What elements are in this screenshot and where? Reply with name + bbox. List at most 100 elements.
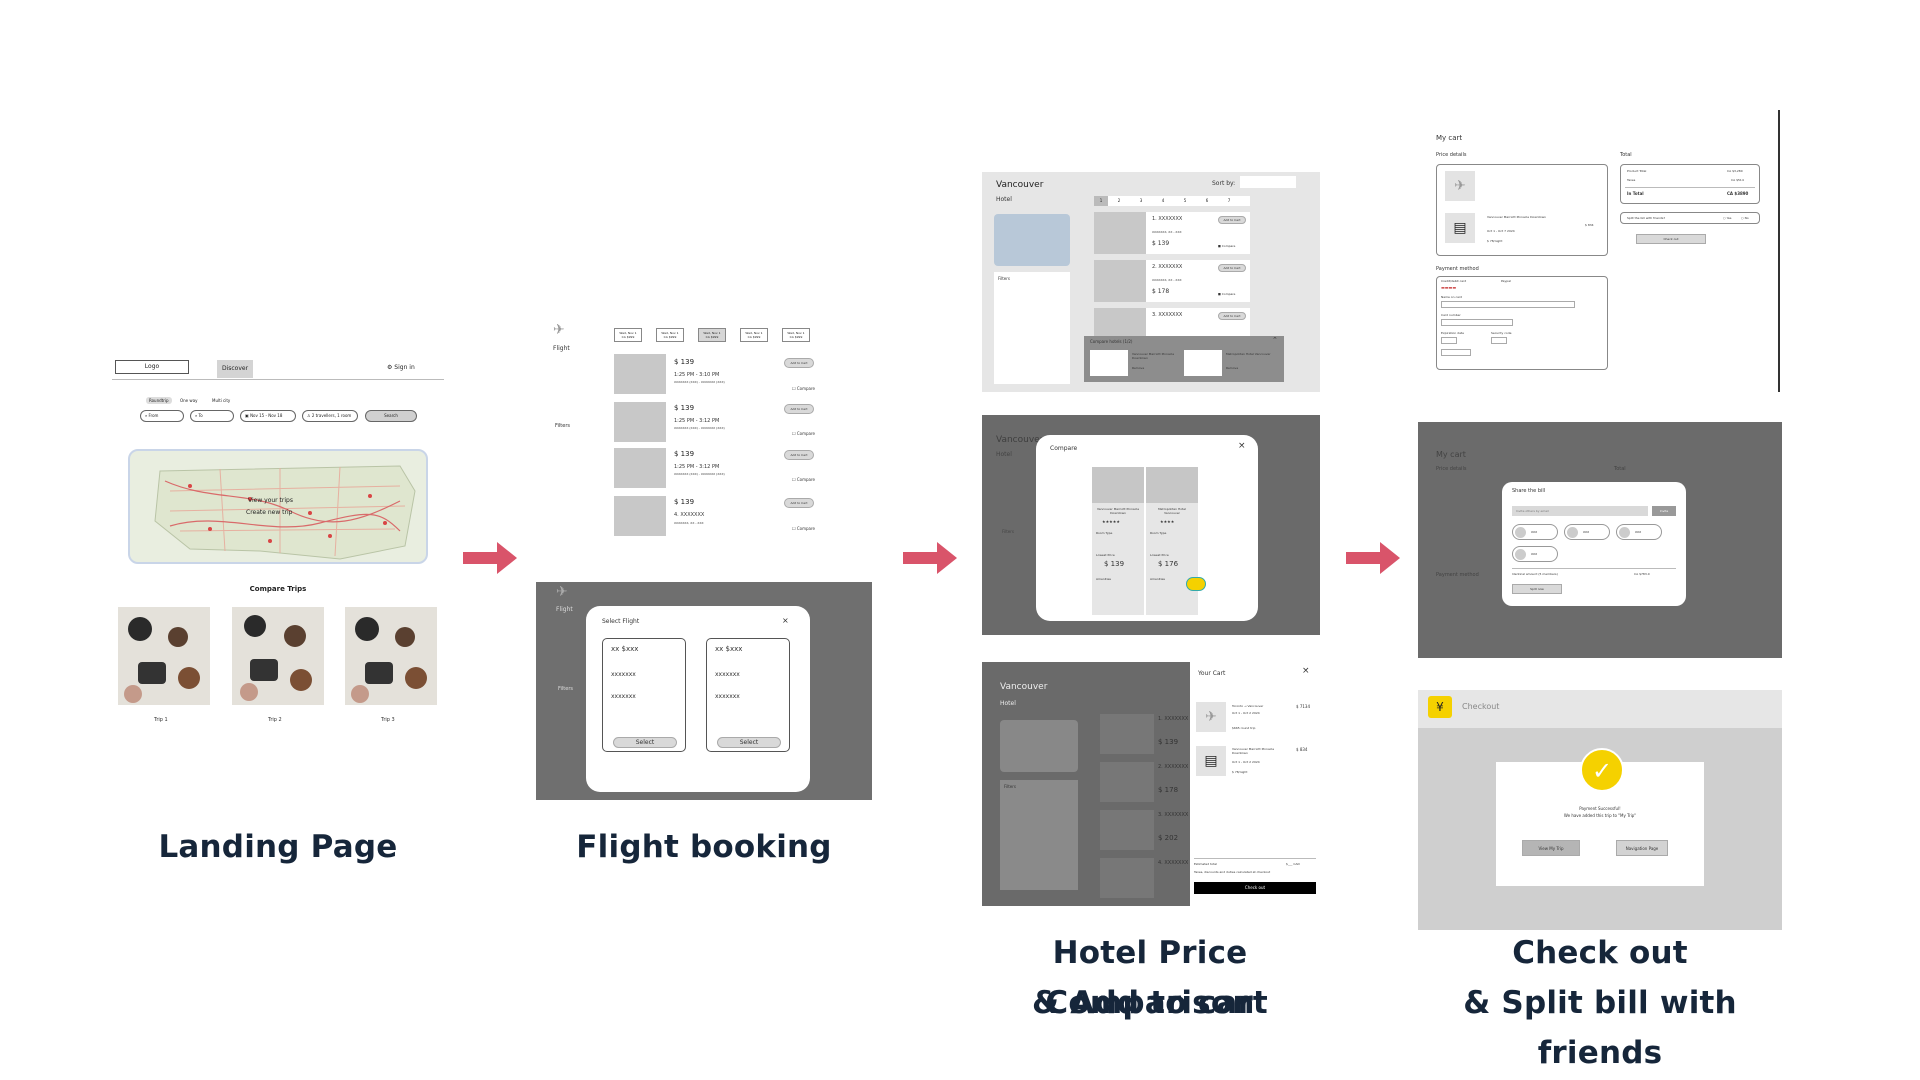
- member-chip[interactable]: XXX: [1512, 524, 1558, 540]
- check-out-button[interactable]: Check out: [1636, 234, 1706, 244]
- rating-stars: ★★★★: [1160, 519, 1175, 524]
- close-icon[interactable]: ×: [1302, 666, 1310, 676]
- pagination[interactable]: 1 2 3 4 5 6 7: [1094, 196, 1250, 206]
- close-icon[interactable]: ×: [782, 616, 789, 625]
- flight-result-2-route: XXXXXXX (XXX) - XXXXXXX (XXX): [674, 426, 725, 430]
- sign-in-link[interactable]: ⚙ Sign in: [387, 364, 415, 371]
- page-1[interactable]: 1: [1094, 196, 1108, 206]
- travellers-field[interactable]: ♙ 2 travellers, 1 room: [302, 410, 358, 422]
- invite-email-input[interactable]: Invite others by email: [1512, 506, 1648, 516]
- avatar: [1515, 549, 1526, 560]
- add-to-cart-button[interactable]: Add to Cart: [784, 358, 814, 368]
- expiration-input[interactable]: [1441, 337, 1457, 344]
- add-to-cart-button[interactable]: Add to Cart: [784, 404, 814, 414]
- name-on-card-input[interactable]: [1441, 301, 1575, 308]
- compare-checkbox[interactable]: ☐ Compare: [792, 431, 816, 436]
- flight-result-3-image: [614, 448, 666, 488]
- extra-input[interactable]: [1441, 349, 1471, 356]
- add-to-cart-button[interactable]: Add to Cart: [784, 498, 814, 508]
- compare-bar[interactable]: Compare hotels (1/2) ⌃ Vancouver Marriot…: [1084, 336, 1284, 382]
- caption-checkout-line-1: Check out: [1512, 935, 1688, 971]
- discover-tab[interactable]: Discover: [217, 360, 253, 378]
- hotel-result-1[interactable]: 1. XXXXXXX XXXXXXX, XX - XXX $ 139 Add t…: [1094, 212, 1250, 254]
- add-to-cart-button[interactable]: Add to Cart: [784, 450, 814, 460]
- hotel-result-2[interactable]: 2. XXXXXXX XXXXXXX, XX - XXX $ 178 Add t…: [1094, 260, 1250, 302]
- plane-icon: ✈: [553, 322, 565, 338]
- total-label: Total: [1620, 152, 1632, 158]
- trip-1-image[interactable]: [118, 607, 210, 705]
- to-field[interactable]: ⌕ To: [190, 410, 234, 422]
- flight-result-3-price: $ 139: [674, 450, 695, 458]
- page-6[interactable]: 6: [1205, 198, 1209, 203]
- trip-type-oneway[interactable]: One way: [180, 398, 198, 403]
- compare-checkbox[interactable]: ☐ Compare: [792, 526, 816, 531]
- filters-label[interactable]: Filters: [555, 423, 570, 429]
- hotel-tab[interactable]: Hotel: [996, 196, 1012, 203]
- close-icon[interactable]: ×: [1238, 441, 1246, 451]
- checkout-header-title: Checkout: [1462, 702, 1500, 711]
- navigation-page-button[interactable]: Navigation Page: [1616, 840, 1668, 856]
- add-to-cart-button[interactable]: Add to Cart: [1218, 312, 1246, 320]
- filters-label: Filters: [998, 276, 1010, 281]
- cart-item-1-price: $ 7134: [1296, 704, 1310, 709]
- yes-option[interactable]: ○ Yes: [1723, 216, 1732, 220]
- name-on-card-label: Name on card: [1441, 295, 1463, 299]
- add-to-cart-button[interactable]: Add to Cart: [1218, 264, 1246, 272]
- member-chip[interactable]: XXX: [1616, 524, 1662, 540]
- map-panel[interactable]: View your trips Create new trip: [128, 449, 428, 564]
- flight-option-1[interactable]: xx $xxx xxxxxxx xxxxxxx Select: [602, 638, 686, 752]
- remove-link[interactable]: Remove: [1132, 366, 1145, 370]
- compare-checkbox[interactable]: ■ Compare: [1218, 292, 1236, 296]
- split-now-button[interactable]: Split now: [1512, 584, 1562, 594]
- trip-2-image[interactable]: [232, 607, 324, 705]
- compare-checkbox[interactable]: ☐ Compare: [792, 386, 816, 391]
- trip-type-multicity[interactable]: Multi city: [212, 398, 231, 403]
- from-field[interactable]: ⌕ From: [140, 410, 184, 422]
- sort-by-select[interactable]: [1240, 176, 1296, 188]
- page-4[interactable]: 4: [1161, 198, 1165, 203]
- hotel-compare-mockup: Vancouver Hotel Filters Compare × Vancou…: [982, 415, 1320, 635]
- no-option[interactable]: ○ No: [1741, 216, 1749, 220]
- page-2[interactable]: 2: [1117, 198, 1121, 203]
- logo-box[interactable]: Logo: [115, 360, 189, 374]
- trip-3-image[interactable]: [345, 607, 437, 705]
- view-my-trip-button[interactable]: View My Trip: [1522, 840, 1580, 856]
- page-5[interactable]: 5: [1183, 198, 1187, 203]
- amenities-label: Amenities: [1150, 577, 1165, 581]
- payment-box: Credit/debit card Paypal ▬▬▬▬ Name on ca…: [1436, 276, 1608, 370]
- member-name: XXX: [1531, 530, 1538, 534]
- member-chip[interactable]: XXX: [1564, 524, 1610, 540]
- view-trips-link[interactable]: View your trips: [248, 497, 293, 504]
- trip-type-roundtrip[interactable]: Roundtrip: [146, 397, 172, 404]
- select-button[interactable]: Select: [613, 737, 677, 748]
- security-code-input[interactable]: [1491, 337, 1507, 344]
- yes-label: Yes: [1726, 216, 1732, 220]
- remove-link[interactable]: Remove: [1226, 366, 1239, 370]
- dates-field[interactable]: ▣ Nov 15 - Nov 18: [240, 410, 296, 422]
- page-7[interactable]: 7: [1227, 198, 1231, 203]
- compare-checkbox[interactable]: ■ Compare: [1218, 244, 1236, 248]
- search-button[interactable]: Search: [365, 410, 417, 422]
- flight-option-2[interactable]: xx $xxx xxxxxxx xxxxxxx Select: [706, 638, 790, 752]
- chevron-up-icon[interactable]: ⌃: [1272, 336, 1278, 344]
- select-button[interactable]: Select: [717, 737, 781, 748]
- hotel-map[interactable]: [994, 214, 1070, 266]
- flight-nav-label[interactable]: Flight: [553, 345, 570, 352]
- member-chip[interactable]: XXX: [1512, 546, 1558, 562]
- compare-checkbox[interactable]: ☐ Compare: [792, 477, 816, 482]
- create-trip-link[interactable]: Create new trip: [246, 509, 293, 516]
- filters-panel[interactable]: Filters: [994, 272, 1070, 384]
- hotel-name: 2. XXXXXXX: [1152, 264, 1183, 270]
- check-out-button[interactable]: Check out: [1194, 882, 1316, 894]
- invite-button[interactable]: Invite: [1652, 506, 1676, 516]
- card-number-input[interactable]: [1441, 319, 1513, 326]
- add-to-cart-button[interactable]: Add to Cart: [1218, 216, 1246, 224]
- split-bill-box[interactable]: Split the bill with friends? ○ Yes ○ No: [1620, 212, 1760, 224]
- hotel-result-3[interactable]: 3. XXXXXXX Add to Cart: [1094, 308, 1250, 338]
- page-3[interactable]: 3: [1139, 198, 1143, 203]
